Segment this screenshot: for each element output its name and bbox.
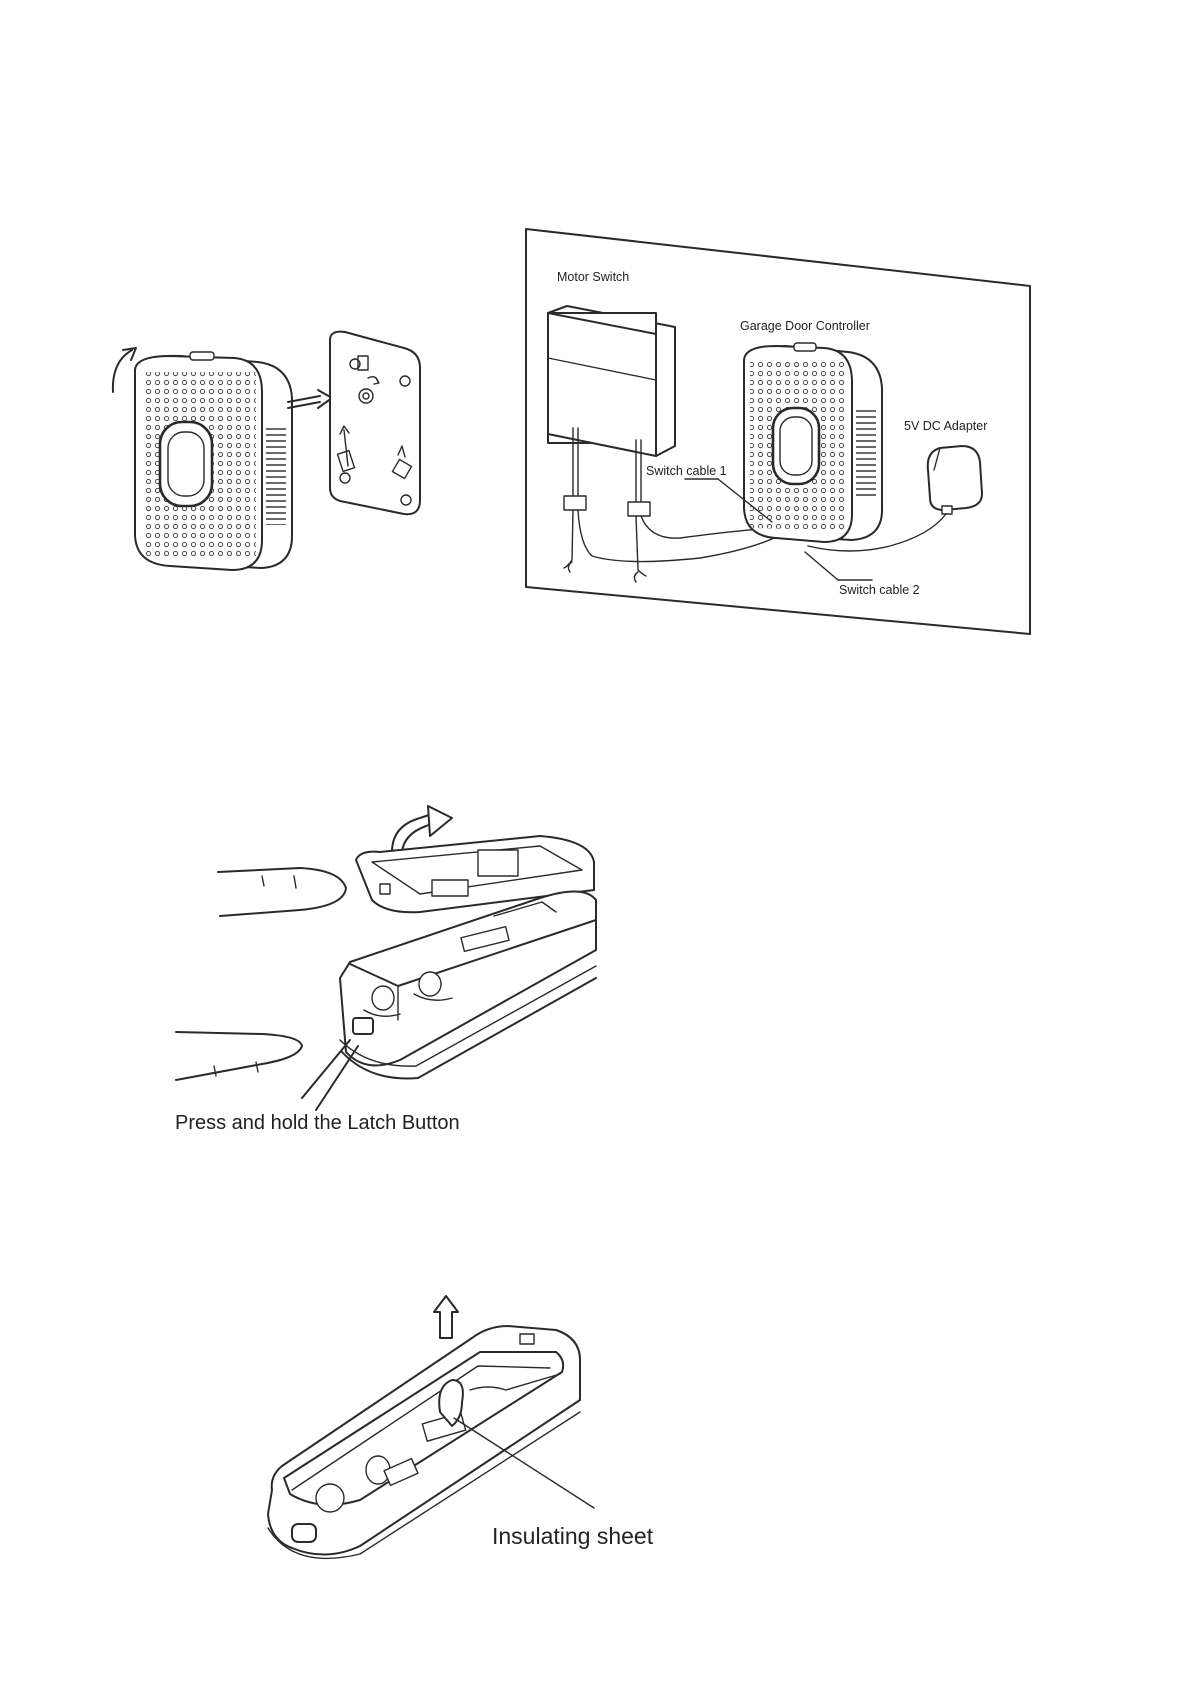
adapter-label: 5V DC Adapter — [904, 419, 987, 433]
garage-door-controller: Garage Door Controller — [740, 319, 882, 542]
wiring-diagram: Motor Switch Garage Door Controller — [526, 229, 1030, 634]
motor-switch: Motor Switch — [548, 270, 675, 456]
latch-button-caption: Press and hold the Latch Button — [175, 1112, 460, 1134]
open-battery-cover-illustration: Press and hold the Latch Button — [175, 806, 596, 1134]
insulating-sheet-label: Insulating sheet — [492, 1523, 654, 1549]
motor-switch-label: Motor Switch — [557, 270, 629, 284]
insulating-sheet-illustration: Insulating sheet — [268, 1296, 654, 1558]
garage-door-controller-label: Garage Door Controller — [740, 319, 870, 333]
right-arrow-icon — [288, 390, 332, 408]
switch-cable-1-label: Switch cable 1 — [646, 464, 727, 478]
curved-arrow-icon — [113, 348, 136, 392]
controller-mount-illustration — [113, 332, 420, 570]
up-arrow-icon — [434, 1296, 458, 1338]
switch-cable-2-label: Switch cable 2 — [839, 583, 920, 597]
